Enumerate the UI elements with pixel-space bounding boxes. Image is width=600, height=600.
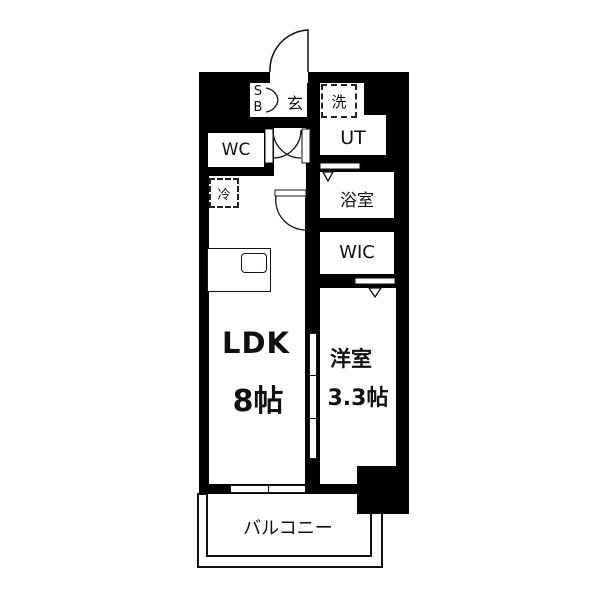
ldk-name-label: LDK [221,326,291,360]
sliding-door-line-1 [309,375,317,376]
wc-label: WC [221,140,251,160]
shoe-box-s-label: S [253,84,263,99]
room-wic [320,232,394,274]
balcony-inner [206,493,372,557]
ut-label: UT [340,127,366,149]
hallway [274,128,306,198]
shoe-box [250,83,266,117]
balcony-label: バルコニー [243,518,333,539]
entrance-label: 玄 [286,94,303,113]
sliding-door [309,333,317,459]
kitchen-counter [207,248,271,292]
washer-label: 洗 [331,93,347,111]
room-wc [208,133,264,167]
fridge-icon [209,178,239,208]
sliding-door-line-2 [309,418,317,419]
room-ut [320,115,386,155]
ldk-size-label: 8帖 [232,384,284,419]
ldk-window-mullion [268,485,269,493]
fridge-label: 冷 [217,188,231,203]
western-size-label: 3.3帖 [327,386,389,411]
room-ldk [209,176,305,486]
room-western [320,288,396,488]
shoe-box-b-label: B [253,100,263,115]
room-entrance [266,83,307,117]
western-name-label: 洋室 [330,347,372,371]
entrance-door-gap [270,72,308,83]
pillar-top [357,466,409,514]
washer-icon [321,84,357,118]
sink-icon [241,253,267,273]
bath-label: 浴室 [340,191,374,211]
wic-label: WIC [339,242,375,263]
room-bath [320,172,394,218]
